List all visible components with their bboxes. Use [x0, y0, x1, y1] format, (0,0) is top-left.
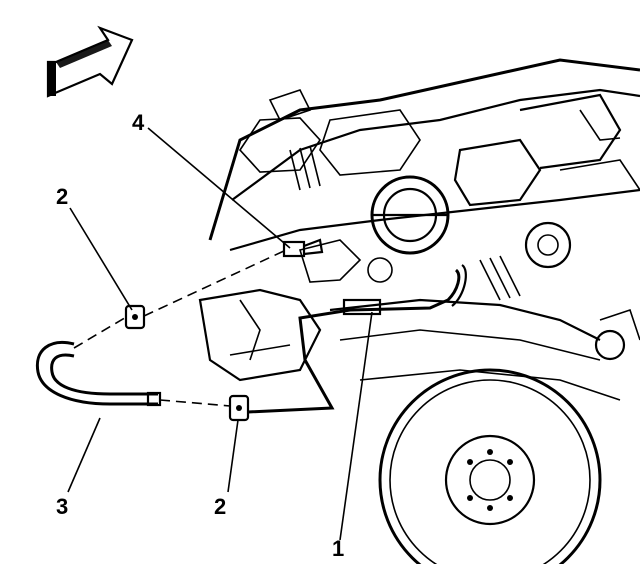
coolant-hose: [35, 341, 162, 407]
callout-3: 3: [56, 494, 68, 519]
callout-1: 1: [332, 536, 344, 561]
callout-4: 4: [132, 110, 145, 135]
hose-clamp-upper: [124, 304, 146, 330]
coolant-pipe: [247, 264, 467, 414]
callout-2-upper: 2: [56, 184, 68, 209]
front-direction-arrow-icon: [46, 25, 134, 98]
assembly-guide-lines: [73, 249, 287, 407]
engine-assembly: [198, 58, 640, 564]
hose-fitting: [282, 238, 324, 258]
leader-lines: [67, 127, 373, 541]
hose-clamp-lower: [228, 394, 250, 422]
callout-2-lower: 2: [214, 494, 226, 519]
